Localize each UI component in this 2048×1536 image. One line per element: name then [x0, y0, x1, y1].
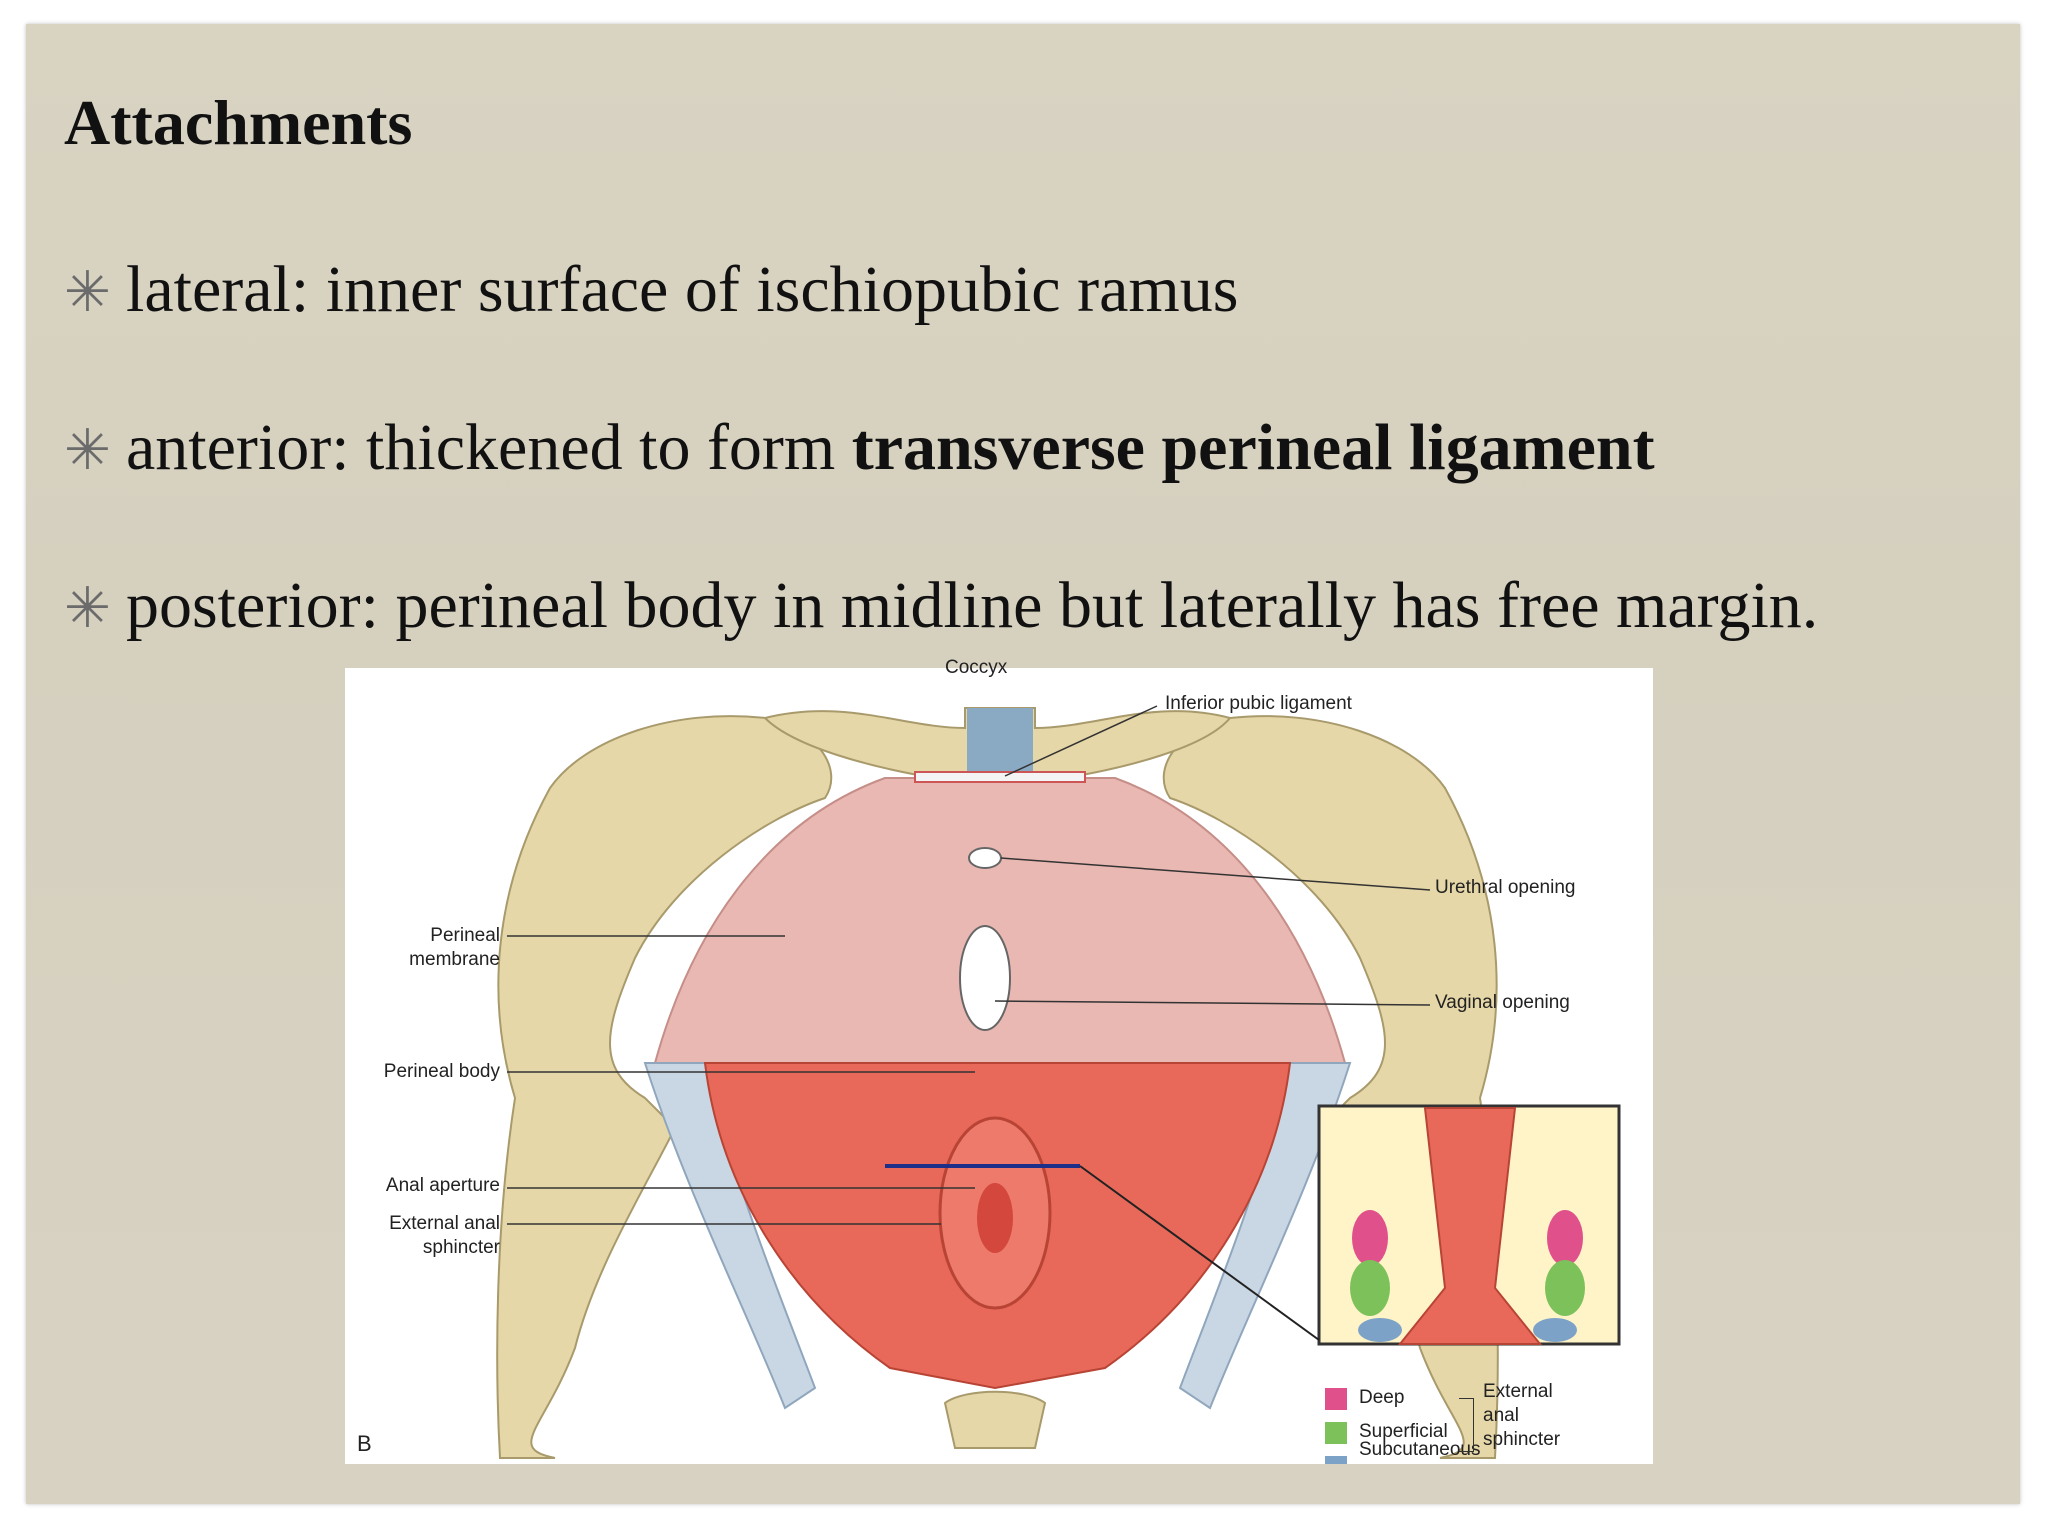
coccyx-label: Coccyx	[945, 657, 1008, 678]
label-inferior-pubic-ligament: Inferior pubic ligament	[1165, 693, 1352, 714]
bullet-star-icon: ✳	[64, 418, 111, 483]
legend-swatch-superficial	[1325, 1422, 1347, 1444]
legend-swatch-deep	[1325, 1388, 1347, 1410]
label-anal-aperture: Anal aperture	[385, 1175, 500, 1196]
legend-group-label: External anal sphincter	[1483, 1381, 1561, 1450]
inset-superficial-left	[1350, 1260, 1390, 1316]
coccyx	[943, 1390, 1047, 1449]
bullet-posterior: ✳ posterior: perineal body in midline bu…	[64, 568, 1818, 644]
bullet-anterior: ✳ anterior: thickened to form transverse…	[64, 410, 1655, 486]
label-perineal-membrane: Perineal membrane	[409, 925, 500, 970]
inset-connector	[1079, 1165, 1320, 1341]
inset-anal-canal	[1397, 1107, 1543, 1345]
bullet-star-icon: ✳	[64, 576, 111, 641]
legend-label-deep: Deep	[1359, 1387, 1405, 1408]
label-urethral-opening: Urethral opening	[1435, 877, 1576, 898]
legend-label-superficial: Superficial	[1359, 1421, 1448, 1442]
bullet-text: posterior: perineal body in midline but …	[126, 569, 1819, 642]
bullet-text-plain: anterior: thickened to form	[126, 411, 852, 484]
anal-aperture	[977, 1183, 1013, 1253]
legend-bracket	[1459, 1398, 1474, 1452]
inset-superficial-right	[1545, 1260, 1585, 1316]
inset-subcutaneous-left	[1358, 1318, 1402, 1342]
anatomy-figure: Coccyx Inferior pubic ligament Urethral …	[345, 657, 1653, 1464]
legend-label-subcutaneous: Subcutaneous	[1359, 1439, 1481, 1460]
inferior-pubic-ligament	[914, 771, 1086, 783]
pubic-disc	[967, 708, 1033, 778]
perineum-illustration	[496, 705, 1621, 1459]
bullet-star-icon: ✳	[64, 260, 111, 325]
inset-deep-left	[1352, 1210, 1388, 1266]
inset-deep-right	[1547, 1210, 1583, 1266]
legend-swatch-subcutaneous	[1325, 1456, 1347, 1464]
bullet-text: anterior: thickened to form transverse p…	[126, 410, 1655, 486]
panel-letter: B	[357, 1431, 372, 1456]
label-external-anal-sphincter: External anal sphincter	[389, 1213, 500, 1258]
slide-title: Attachments	[64, 87, 413, 158]
vaginal-opening	[959, 925, 1011, 1031]
inset-subcutaneous-right	[1533, 1318, 1577, 1342]
label-vaginal-opening: Vaginal opening	[1435, 992, 1570, 1013]
urethral-opening	[968, 847, 1002, 869]
bullet-text: lateral: inner surface of ischiopubic ra…	[126, 253, 1239, 326]
label-perineal-body: Perineal body	[383, 1061, 500, 1082]
bullet-lateral: ✳ lateral: inner surface of ischiopubic …	[64, 252, 1238, 328]
bullet-text-bold: transverse perineal ligament	[851, 411, 1655, 484]
